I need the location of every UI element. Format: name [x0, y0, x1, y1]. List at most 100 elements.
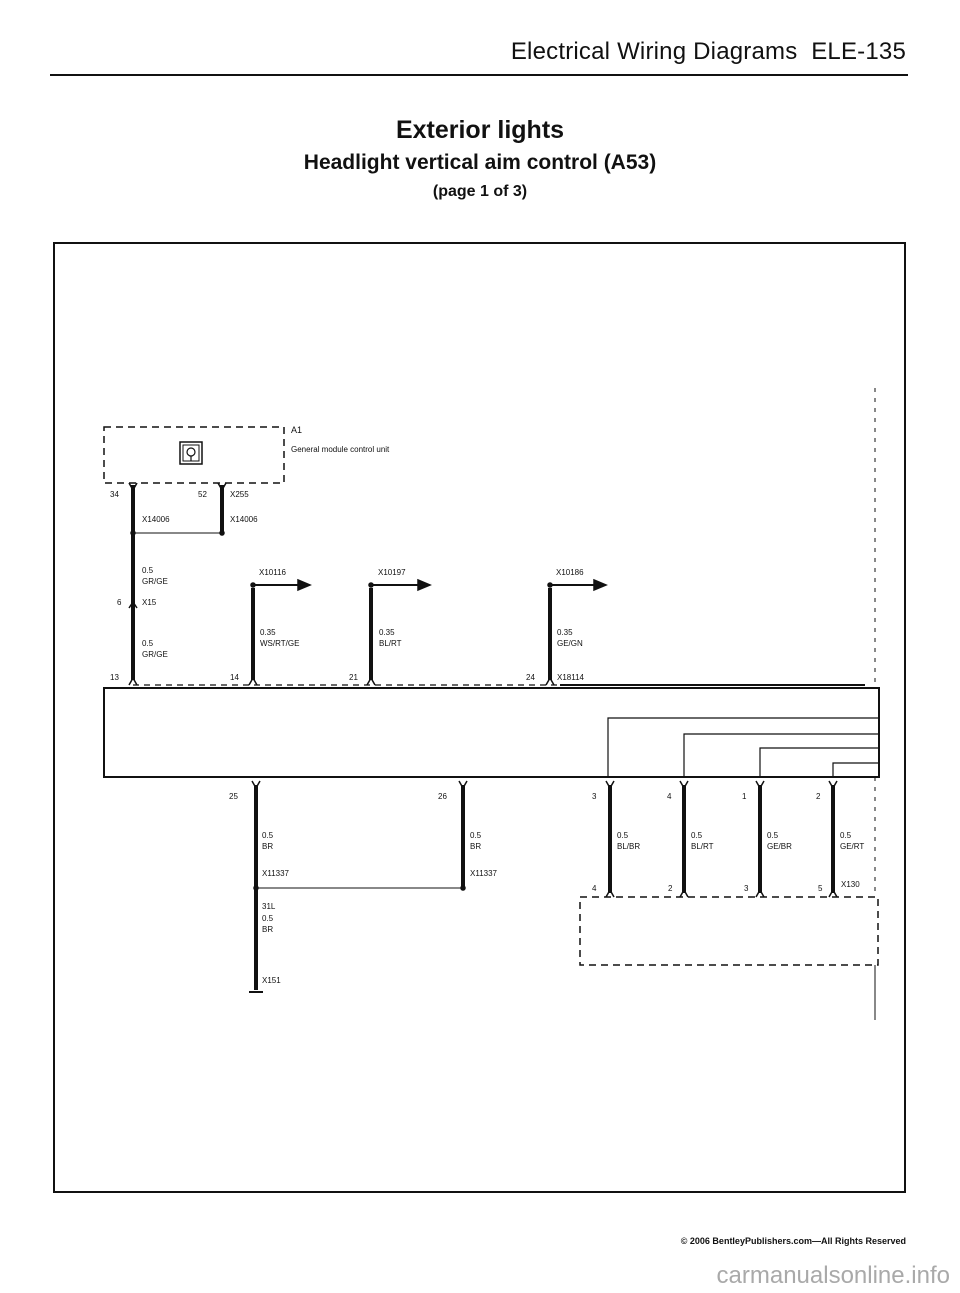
module-box: [103, 426, 285, 484]
splice-x11337-dot-right: [460, 885, 466, 891]
wire-grge-color-top: GR/GE: [142, 577, 168, 586]
x14006-left-label: X14006: [142, 515, 170, 524]
internal-line-2: [683, 733, 879, 777]
pin-14-label: 14: [230, 673, 239, 682]
wire-blrt-size: 0.35: [379, 628, 395, 637]
wire-gebr-color: GE/BR: [767, 842, 792, 851]
pin-21-marker: [366, 676, 376, 686]
x10197-arrow: [417, 578, 432, 592]
x130-pin-5-label: 5: [818, 884, 823, 893]
x10197-dot: [368, 582, 374, 588]
x130-pin-2-label: 2: [668, 884, 673, 893]
wire-br2-size: 0.5: [470, 831, 482, 840]
x130-label: X130: [841, 880, 860, 889]
wire-grge-size-top: 0.5: [142, 566, 154, 575]
pin-24-marker: [545, 676, 555, 686]
pin-1-marker: [755, 780, 765, 790]
pin-52-marker: [217, 482, 227, 492]
header-rule: [50, 74, 908, 76]
x130-pin-4-label: 4: [592, 884, 597, 893]
pin-34-marker: [128, 482, 138, 492]
wire-wsrtge-size: 0.35: [260, 628, 276, 637]
x130-pin-2-marker: [679, 888, 689, 898]
wire-br1-color: BR: [262, 842, 273, 851]
ground-wire-color: BR: [262, 925, 273, 934]
wire-blrt-color: BL/RT: [379, 639, 402, 648]
wire-grge-color-bottom: GR/GE: [142, 650, 168, 659]
pin-2-marker: [828, 780, 838, 790]
wire-gert-size: 0.5: [840, 831, 852, 840]
pin-21-label: 21: [349, 673, 358, 682]
x15-label: X15: [142, 598, 157, 607]
pin-24-label: 24: [526, 673, 535, 682]
wire-gegn-size: 0.35: [557, 628, 573, 637]
internal-line-4: [832, 762, 879, 777]
pin-1-label: 1: [742, 792, 747, 801]
diagram-frame: [53, 242, 906, 1193]
x11337-right-label: X11337: [470, 869, 498, 878]
pin-26-label: 26: [438, 792, 447, 801]
pin-34-label: 34: [110, 490, 119, 499]
copyright-notice: © 2006 BentleyPublishers.com—All Rights …: [680, 1236, 906, 1246]
pin-4-label: 4: [667, 792, 672, 801]
wire-blrt2-size: 0.5: [691, 831, 703, 840]
pin-3-label: 3: [592, 792, 597, 801]
internal-line-1: [607, 717, 879, 777]
pin-25-marker: [251, 780, 261, 790]
header-page-number: ELE-135: [811, 38, 906, 65]
pin-14-marker: [248, 676, 258, 686]
pin-4-marker: [679, 780, 689, 790]
wire-br2-color: BR: [470, 842, 481, 851]
ground-wire-label: 31L: [262, 902, 276, 911]
x11337-left-label: X11337: [262, 869, 290, 878]
x130-pin-4-marker: [605, 888, 615, 898]
module-id-label: A1: [291, 425, 302, 435]
page-of-label: (page 1 of 3): [432, 183, 528, 200]
pin-3-marker: [605, 780, 615, 790]
x10197-label: X10197: [378, 568, 406, 577]
wire-gert-color: GE/RT: [840, 842, 864, 851]
splice-dot-left: [130, 530, 136, 536]
pin-52-label: 52: [198, 490, 207, 499]
page-subtitle: Headlight vertical aim control (A53): [303, 151, 657, 174]
x10186-arrow: [593, 578, 608, 592]
header-section: Electrical Wiring Diagrams: [510, 38, 798, 65]
module-name-label: General module control unit: [291, 445, 390, 454]
x10186-label: X10186: [556, 568, 584, 577]
pin-25-label: 25: [229, 792, 238, 801]
x151-label: X151: [262, 976, 281, 985]
pin-26-marker: [458, 780, 468, 790]
x130-pin-5-marker: [828, 888, 838, 898]
x10186-dot: [547, 582, 553, 588]
splice-x11337-dot-left: [253, 885, 259, 891]
aim-control-module-box: [103, 687, 880, 778]
x10116-label: X10116: [259, 568, 287, 577]
x130-pin-3-label: 3: [744, 884, 749, 893]
x15-marker: [128, 600, 138, 609]
x130-connector-box: [579, 896, 879, 966]
wire-blbr-color: BL/BR: [617, 842, 640, 851]
x10116-dot: [250, 582, 256, 588]
wire-gegn-color: GE/GN: [557, 639, 583, 648]
wire-br1-size: 0.5: [262, 831, 274, 840]
x10116-arrow: [297, 578, 312, 592]
pin-2-label: 2: [816, 792, 821, 801]
wire-gebr-size: 0.5: [767, 831, 779, 840]
x255-label: X255: [230, 490, 249, 499]
watermark-text: carmanualsonline.info: [716, 1262, 950, 1289]
wire-blbr-size: 0.5: [617, 831, 629, 840]
control-module-icon: [179, 441, 203, 465]
splice-dot-right: [219, 530, 225, 536]
pin-13-label: 13: [110, 673, 119, 682]
ground-wire-size: 0.5: [262, 914, 274, 923]
wire-blrt2-color: BL/RT: [691, 842, 714, 851]
wire-grge-size-bottom: 0.5: [142, 639, 154, 648]
pin-13-marker: [128, 676, 138, 686]
x14006-right-label: X14006: [230, 515, 258, 524]
x130-pin-3-marker: [755, 888, 765, 898]
page-title: Exterior lights: [395, 116, 565, 144]
page-header: Electrical Wiring Diagrams ELE-135: [511, 38, 906, 66]
internal-line-3: [759, 747, 879, 777]
x18114-label: X18114: [557, 673, 585, 682]
